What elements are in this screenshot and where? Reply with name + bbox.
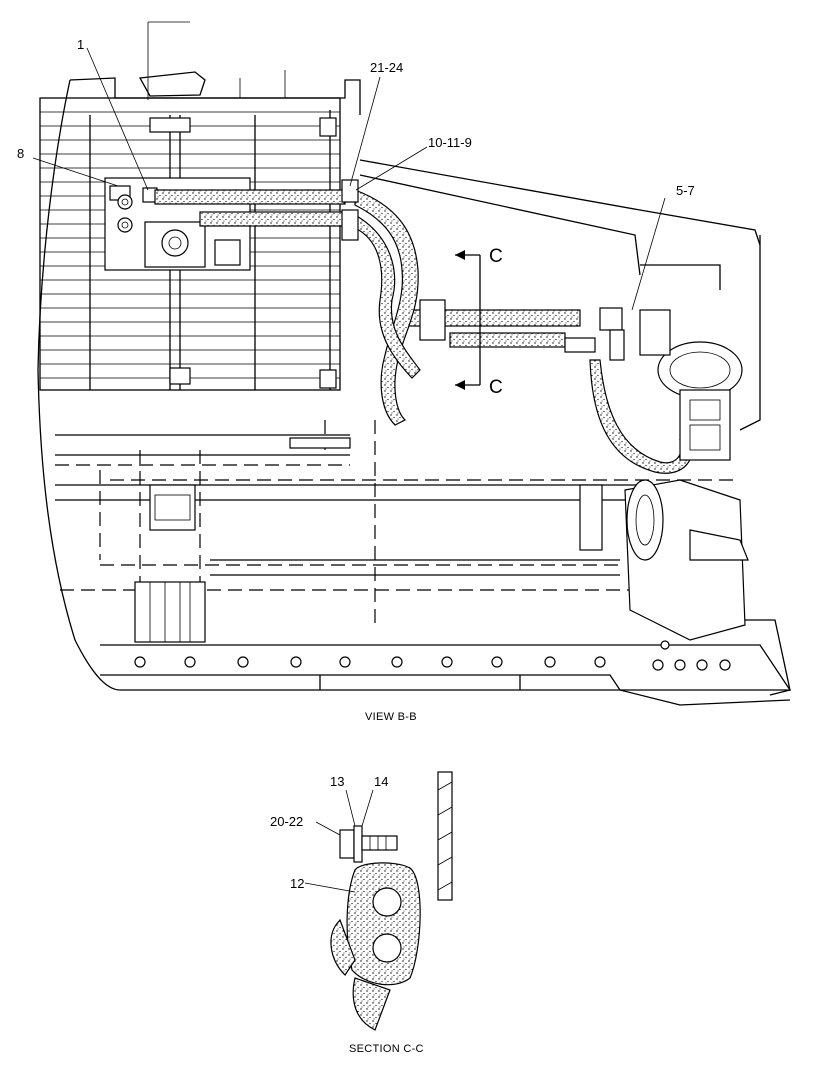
lower-components [134,437,351,643]
section-letter-bottom: C [489,377,503,398]
hose-clamps [341,179,625,361]
callout-5-7: 5-7 [676,183,695,198]
section-c-c-detail [304,771,453,1031]
leader-lines [32,47,666,311]
callout-20-22: 20-22 [270,814,303,829]
callout-12: 12 [290,876,304,891]
section-letter-top: C [489,246,503,267]
callout-21-24: 21-24 [370,60,403,75]
callout-1: 1 [77,37,84,52]
section-marker-c: C C [455,246,503,398]
callout-13: 13 [330,774,344,789]
bolt-holes [134,640,731,671]
section-title: SECTION C-C [349,1043,424,1055]
view-title: VIEW B-B [365,711,417,723]
callout-8: 8 [17,146,24,161]
callout-14: 14 [374,774,388,789]
callout-10-11-9: 10-11-9 [428,135,472,150]
cylinder-assembly [579,309,749,641]
